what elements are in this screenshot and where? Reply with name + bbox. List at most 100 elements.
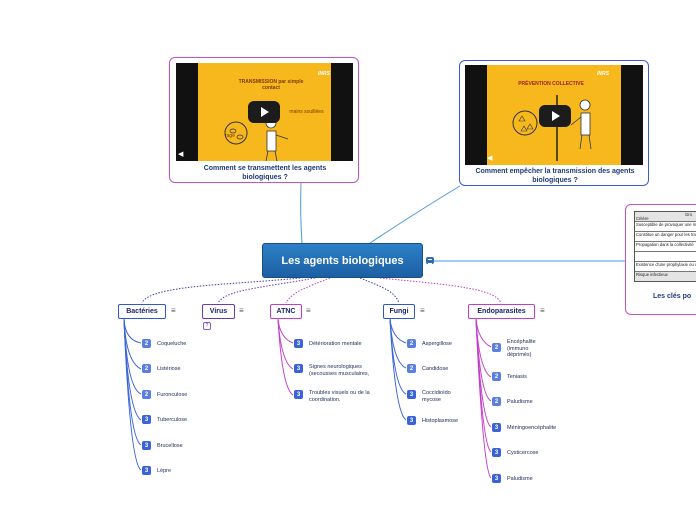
leaf-label: Listériose (157, 366, 181, 372)
leaf-item[interactable]: 3 Histoplasmose (407, 416, 458, 425)
table-header-row: Critère Gro (635, 212, 696, 222)
leaf-label: Tuberculose (157, 417, 188, 423)
branch-label: Virus (209, 308, 228, 315)
help-icon-label: ? (205, 323, 209, 329)
leaf-label: Paludisme (507, 476, 533, 482)
level-badge: 3 (407, 390, 416, 399)
leaf-item[interactable]: 2 Encéphalite (immuno déprimés) (492, 339, 547, 359)
level-badge: 3 (294, 390, 303, 399)
leaf-label: Méningoencéphalite (507, 425, 557, 431)
leaf-label: Candidose (422, 366, 449, 372)
volume-icon[interactable]: ◀ (178, 151, 184, 158)
branch-label: ATNC (276, 308, 296, 315)
level-badge: 2 (142, 339, 151, 348)
help-icon[interactable]: ? (203, 322, 211, 330)
video-frame-note: mains souillées (289, 109, 324, 115)
level-badge: 3 (142, 441, 151, 450)
level-badge: 3 (492, 474, 501, 483)
leaf-item[interactable]: 2 Teniasis (492, 372, 527, 381)
level-badge: 2 (492, 397, 501, 406)
video-logo: INRS (597, 71, 609, 77)
level-badge: 3 (142, 466, 151, 475)
leaf-item[interactable]: 3 Détérioration mentale (294, 339, 362, 348)
menu-icon[interactable]: ≡ (420, 306, 425, 315)
leaf-item[interactable]: 3 Coccidioïdo mycose (407, 390, 462, 403)
leaf-item[interactable]: 2 Furonculose (142, 390, 187, 399)
video-card-transmission[interactable]: TRANSMISSION par simple contact mains so… (169, 57, 359, 183)
volume-icon[interactable]: ◀ (487, 155, 493, 162)
video-illustration (224, 117, 289, 161)
video-frame-small: rage (224, 133, 235, 139)
leaf-item[interactable]: 3 Paludisme (492, 474, 533, 483)
video-illustration (512, 95, 592, 161)
table-header-cell: Gro (685, 212, 692, 217)
notes-icon[interactable] (426, 257, 434, 264)
level-badge: 3 (142, 415, 151, 424)
video-player[interactable]: PRÉVENTION COLLECTIVE INRS ◀ (465, 65, 643, 165)
leaf-label: Teniasis (507, 374, 527, 380)
branch-label: Fungi (389, 308, 409, 315)
leaf-item[interactable]: 2 Aspergillose (407, 339, 452, 348)
leaf-label: Cysticercose (507, 450, 539, 456)
leaf-item[interactable]: 3 Troubles visuels ou de la coordination… (294, 390, 384, 403)
menu-icon[interactable]: ≡ (171, 306, 176, 315)
level-badge: 2 (407, 364, 416, 373)
menu-icon[interactable]: ≡ (306, 306, 311, 315)
table-cell: Critère (636, 216, 649, 221)
level-badge: 3 (407, 416, 416, 425)
branch-atnc[interactable]: ATNC (270, 304, 302, 319)
level-badge: 3 (294, 339, 303, 348)
menu-icon[interactable]: ≡ (540, 306, 545, 315)
video-card-prevention[interactable]: PRÉVENTION COLLECTIVE INRS ◀ Comment emp… (459, 60, 649, 186)
play-button[interactable] (248, 101, 280, 123)
level-badge: 2 (492, 343, 501, 352)
level-badge: 3 (492, 448, 501, 457)
leaf-label: Furonculose (157, 392, 188, 398)
table-row: Risque infectieux (635, 272, 696, 281)
leaf-label: Lèpre (157, 468, 172, 474)
leaf-item[interactable]: 3 Brucellose (142, 441, 183, 450)
leaf-item[interactable]: 3 Tuberculose (142, 415, 187, 424)
leaf-item[interactable]: 3 Méningoencéphalite (492, 423, 556, 432)
video-caption: Comment se transmettent les agents biolo… (203, 165, 327, 181)
leaf-label: Coqueluche (157, 341, 187, 347)
menu-icon[interactable]: ≡ (239, 306, 244, 315)
level-badge: 2 (142, 364, 151, 373)
leaf-label: Coccidioïdo mycose (422, 390, 451, 403)
video-player[interactable]: TRANSMISSION par simple contact mains so… (176, 63, 353, 161)
leaf-item[interactable]: 2 Paludisme (492, 397, 533, 406)
leaf-label: Signes neurologiques (secousses musculai… (309, 364, 370, 377)
leaf-item[interactable]: 2 Candidose (407, 364, 448, 373)
leaf-item[interactable]: 3 Lèpre (142, 466, 171, 475)
table-row (635, 252, 696, 262)
leaf-item[interactable]: 3 Cysticercose (492, 448, 538, 457)
video-frame-title: PRÉVENTION COLLECTIVE (518, 81, 584, 87)
table-row: Constitue un danger pour les travailleur… (635, 232, 696, 242)
level-badge: 2 (407, 339, 416, 348)
branch-bacteries[interactable]: Bactéries (118, 304, 166, 319)
branch-label: Endoparasites (477, 308, 526, 315)
table-row: Propagation dans la collectivité (635, 242, 696, 252)
central-topic[interactable]: Les agents biologiques (262, 243, 423, 278)
leaf-item[interactable]: 3 Signes neurologiques (secousses muscul… (294, 364, 384, 377)
branch-virus[interactable]: Virus (202, 304, 235, 319)
video-frame-title: TRANSMISSION par simple contact (238, 79, 304, 91)
leaf-label: Brucellose (157, 443, 183, 449)
leaf-label: Aspergillose (422, 341, 452, 347)
branch-fungi[interactable]: Fungi (383, 304, 415, 319)
leaf-label: Troubles visuels ou de la coordination. (309, 390, 370, 403)
table-row: Existence d'une prophylaxie ou d'un trai… (635, 262, 696, 272)
level-badge: 3 (492, 423, 501, 432)
branch-endoparasites[interactable]: Endoparasites (468, 304, 535, 319)
leaf-item[interactable]: 2 Coqueluche (142, 339, 186, 348)
branch-label: Bactéries (126, 308, 158, 315)
level-badge: 2 (142, 390, 151, 399)
level-badge: 2 (492, 372, 501, 381)
table-card[interactable]: Critère Gro Susceptible de provoquer une… (625, 204, 696, 315)
leaf-item[interactable]: 2 Listériose (142, 364, 181, 373)
key-table: Critère Gro Susceptible de provoquer une… (634, 211, 696, 282)
leaf-label: Détérioration mentale (309, 341, 362, 347)
play-button[interactable] (539, 105, 571, 127)
level-badge: 3 (294, 364, 303, 373)
